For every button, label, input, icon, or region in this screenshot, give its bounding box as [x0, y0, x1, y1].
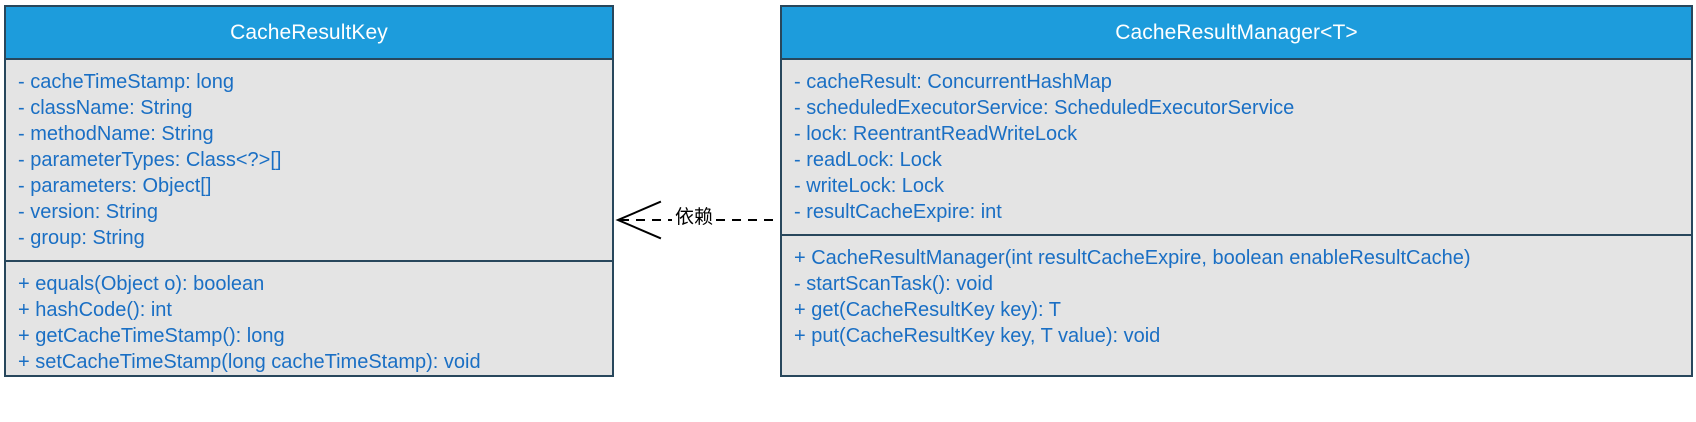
class-name-header: CacheResultManager<T>	[782, 7, 1691, 60]
attribute-line: - group: String	[18, 227, 145, 249]
class-attributes-compartment: - cacheResult: ConcurrentHashMap - sched…	[782, 60, 1691, 236]
operation-line: + hashCode(): int	[18, 299, 172, 321]
attribute-line: - methodName: String	[18, 123, 214, 145]
open-arrowhead-icon	[615, 200, 662, 240]
attribute-line: - parameters: Object[]	[18, 175, 212, 197]
attribute-line: - version: String	[18, 201, 159, 223]
class-operations-compartment: + equals(Object o): boolean + hashCode()…	[6, 262, 612, 375]
class-name-header: CacheResultKey	[6, 7, 612, 60]
operation-line: - startScanTask(): void	[794, 273, 993, 295]
operation-line: + equals(Object o): boolean	[18, 273, 265, 295]
operation-line: + setCacheTimeStamp(long cacheTimeStamp)…	[18, 351, 481, 373]
attribute-line: - lock: ReentrantReadWriteLock	[794, 123, 1078, 145]
class-box-cache-result-manager[interactable]: CacheResultManager<T> - cacheResult: Con…	[780, 5, 1693, 377]
attribute-line: - readLock: Lock	[794, 149, 942, 171]
attribute-line: - writeLock: Lock	[794, 175, 945, 197]
attribute-line: - scheduledExecutorService: ScheduledExe…	[794, 97, 1295, 119]
class-box-cache-result-key[interactable]: CacheResultKey - cacheTimeStamp: long - …	[4, 5, 614, 377]
attribute-line: - className: String	[18, 97, 193, 119]
operation-line: + get(CacheResultKey key): T	[794, 299, 1061, 321]
attribute-line: - parameterTypes: Class<?>[]	[18, 149, 282, 171]
operation-line: + getCacheTimeStamp(): long	[18, 325, 285, 347]
class-attributes-compartment: - cacheTimeStamp: long - className: Stri…	[6, 60, 612, 262]
class-operations-compartment: + CacheResultManager(int resultCacheExpi…	[782, 236, 1691, 375]
dependency-label: 依赖	[672, 206, 717, 230]
attribute-line: - cacheTimeStamp: long	[18, 71, 235, 93]
attribute-line: - resultCacheExpire: int	[794, 201, 1002, 223]
attribute-line: - cacheResult: ConcurrentHashMap	[794, 71, 1112, 93]
operation-line: + CacheResultManager(int resultCacheExpi…	[794, 247, 1471, 269]
operation-line: + put(CacheResultKey key, T value): void	[794, 325, 1161, 347]
